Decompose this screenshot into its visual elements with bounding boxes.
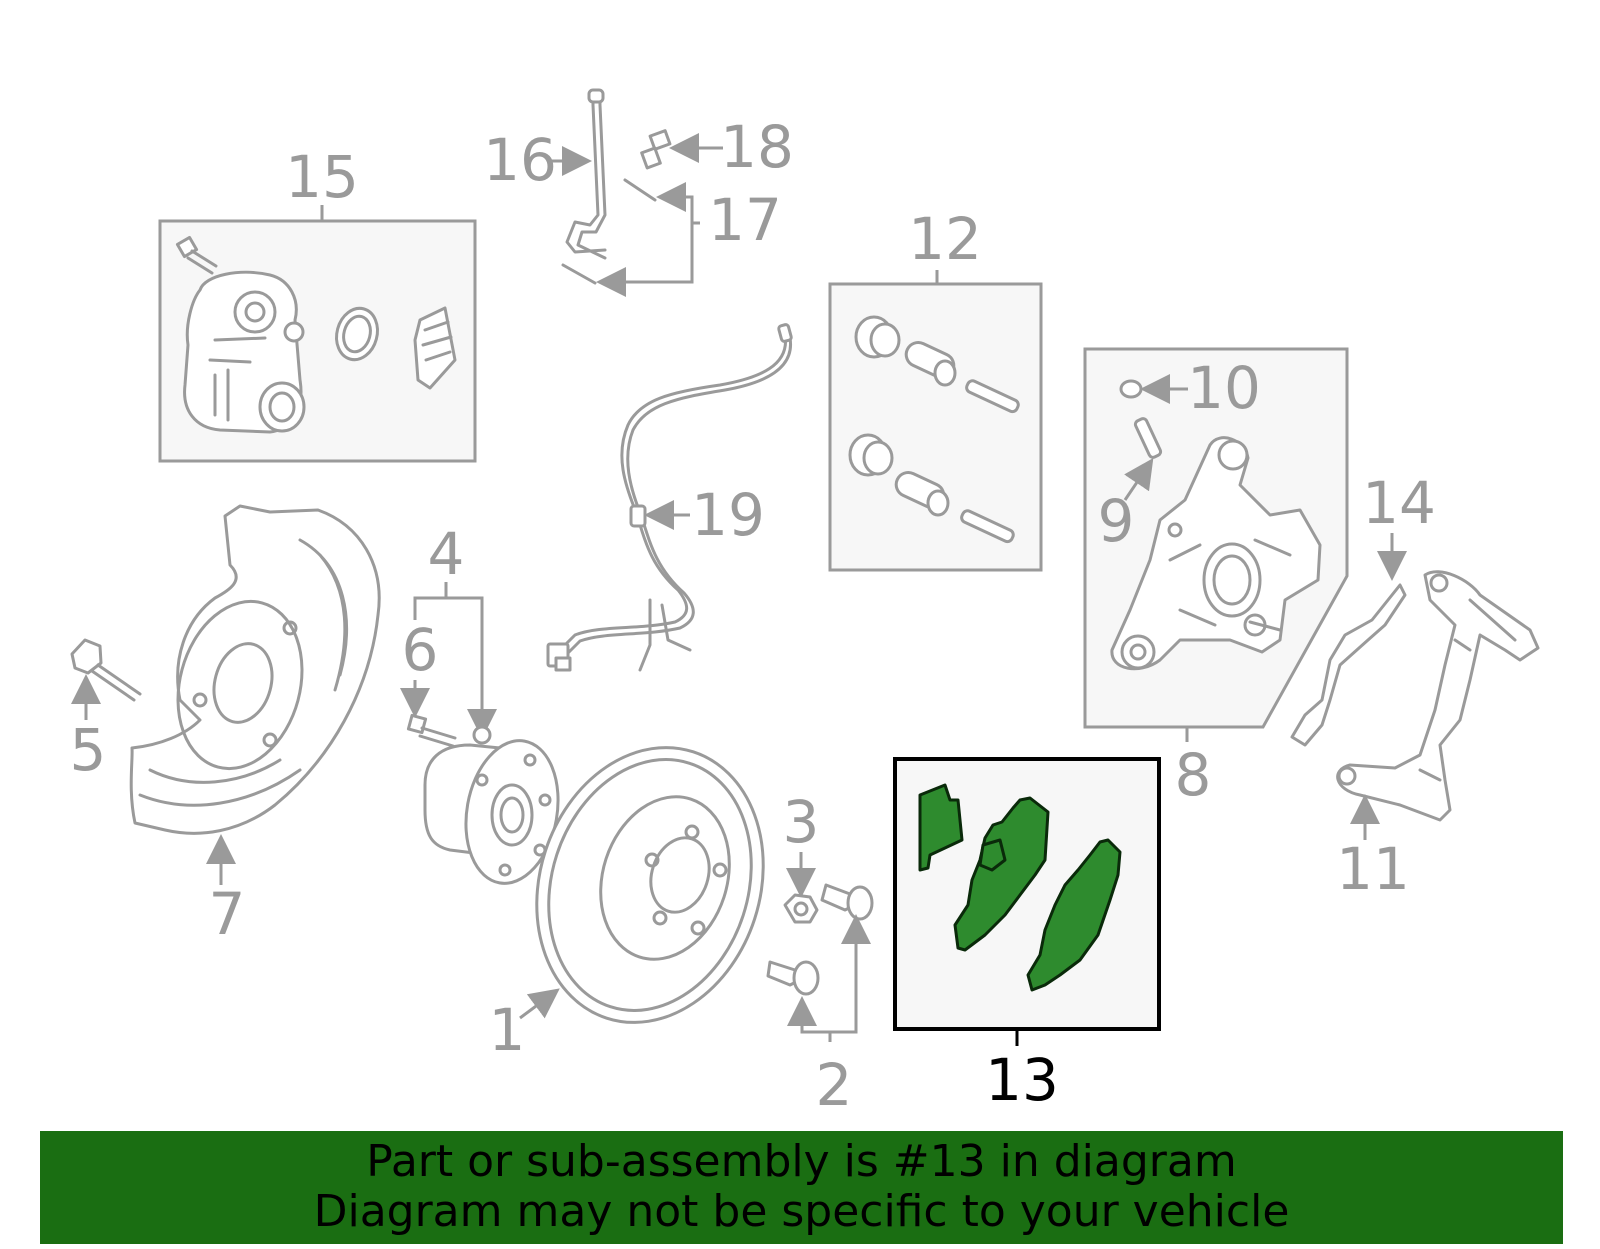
banner-line-2: Diagram may not be specific to your vehi…: [313, 1186, 1290, 1237]
bleeder-cap-icon: [1119, 379, 1143, 399]
inner-brake-pad-icon: [953, 796, 1050, 952]
brake-pad-set-group[interactable]: 13: [893, 757, 1161, 1114]
callout-16[interactable]: 16: [483, 126, 557, 194]
callout-6[interactable]: 6: [402, 616, 439, 684]
brake-hose-icon: [565, 93, 607, 254]
rotor-hardware-group[interactable]: 3 2: [766, 788, 874, 1119]
callout-14[interactable]: 14: [1362, 469, 1436, 537]
hub-nut-icon: [783, 893, 819, 924]
caliper-bolt-icon: [175, 235, 218, 275]
callout-12[interactable]: 12: [908, 205, 982, 273]
callout-13[interactable]: 13: [985, 1046, 1059, 1114]
caliper-bracket-group[interactable]: 14 11: [1290, 469, 1540, 903]
hose-clip-icon: [623, 178, 657, 202]
hub-bolt-icon: [406, 713, 457, 748]
piston-seal-icon: [335, 306, 379, 362]
wheel-hub-group[interactable]: 4 6: [400, 520, 569, 891]
callout-11[interactable]: 11: [1336, 835, 1410, 903]
caliper-body-icon: [183, 270, 306, 434]
abutment-clip-icon: [1290, 583, 1407, 747]
guide-pin-bushing-icon: [848, 315, 1020, 544]
callout-19[interactable]: 19: [691, 481, 765, 549]
callout-2[interactable]: 2: [816, 1051, 853, 1119]
callout-17[interactable]: 17: [708, 186, 782, 254]
dust-boot-icon: [413, 306, 457, 390]
shield-bolt-icon: [70, 638, 142, 702]
callout-10[interactable]: 10: [1187, 354, 1261, 422]
callout-18[interactable]: 18: [720, 113, 794, 181]
info-banner: Part or sub-assembly is #13 in diagram D…: [40, 1131, 1563, 1244]
rotor-screw-icon: [766, 883, 874, 996]
pad-shim-icon: [918, 783, 964, 872]
callout-4[interactable]: 4: [428, 520, 465, 588]
caliper-housing-group[interactable]: 8 10 9: [1083, 347, 1349, 809]
callout-15[interactable]: 15: [285, 143, 359, 211]
bleeder-bolt-icon: [640, 129, 672, 170]
guide-pin-kit-group[interactable]: 12: [828, 205, 1043, 572]
caliper-bracket-icon: [1336, 570, 1540, 822]
callout-1[interactable]: 1: [489, 996, 526, 1064]
wheel-hub-icon: [423, 725, 560, 885]
bleeder-screw-icon: [1133, 417, 1163, 459]
callout-5[interactable]: 5: [70, 716, 107, 784]
callout-9[interactable]: 9: [1098, 487, 1135, 555]
callout-8[interactable]: 8: [1175, 741, 1212, 809]
brake-hose-group[interactable]: 16 18 17: [483, 88, 794, 297]
callout-7[interactable]: 7: [209, 880, 246, 948]
caliper-housing-icon: [1110, 436, 1322, 671]
abs-sensor-group[interactable]: 19: [546, 323, 793, 672]
outer-brake-pad-icon: [1026, 838, 1122, 992]
caliper-kit-group[interactable]: 15: [158, 143, 477, 463]
banner-line-1: Part or sub-assembly is #13 in diagram: [366, 1136, 1237, 1187]
callout-3[interactable]: 3: [783, 788, 820, 856]
brake-rotor-group[interactable]: 1: [489, 718, 798, 1064]
dust-shield-group[interactable]: 7 5: [70, 504, 381, 948]
